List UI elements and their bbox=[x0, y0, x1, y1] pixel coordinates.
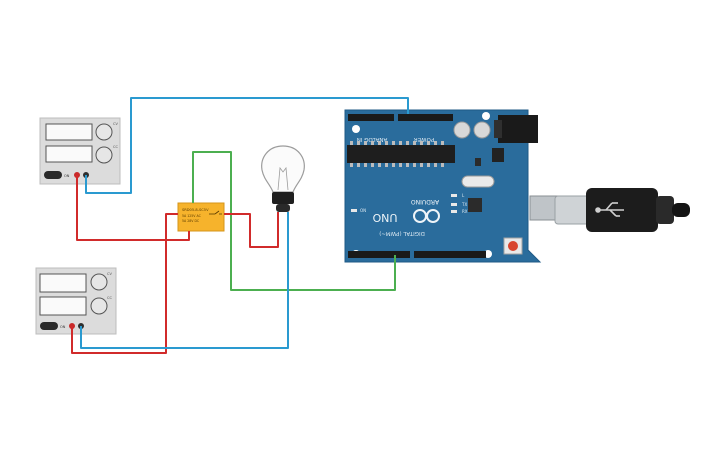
led-l bbox=[451, 194, 457, 197]
wires bbox=[71, 97, 409, 354]
wire-blue-psu-bottom-to-bulb[interactable] bbox=[80, 212, 289, 349]
psu-display bbox=[45, 145, 93, 163]
relay-switch-icon bbox=[209, 210, 222, 215]
on-label: ON bbox=[64, 174, 70, 178]
current-knob[interactable] bbox=[95, 146, 113, 164]
led-rx bbox=[451, 210, 457, 213]
led-tx bbox=[451, 203, 457, 206]
psu-display bbox=[39, 273, 87, 293]
arduino-logo-icon bbox=[413, 209, 440, 223]
analog-header[interactable] bbox=[348, 114, 394, 121]
cv-label: CV bbox=[113, 122, 118, 126]
mounting-hole bbox=[482, 112, 490, 120]
power-jack bbox=[498, 115, 538, 143]
usb-cable[interactable] bbox=[529, 188, 690, 232]
on-switch[interactable] bbox=[44, 171, 62, 179]
usb-controller-chip bbox=[468, 198, 482, 212]
led-rx-label: RX bbox=[462, 209, 468, 214]
power-header[interactable] bbox=[398, 114, 453, 121]
cc-label: CC bbox=[107, 296, 112, 300]
wire-blue-psu-top-to-arduino[interactable] bbox=[85, 97, 409, 194]
current-knob[interactable] bbox=[90, 297, 108, 315]
atmega-chip bbox=[347, 145, 455, 163]
cv-label: CV bbox=[107, 272, 112, 276]
digital-header-low[interactable] bbox=[348, 251, 410, 258]
capacitor bbox=[453, 121, 471, 139]
l-led-label: L bbox=[462, 193, 465, 198]
led-tx-label: TX bbox=[461, 202, 467, 207]
capacitor bbox=[473, 121, 491, 139]
analog-header-label: ANALOG IN bbox=[357, 136, 388, 142]
bulb-base bbox=[272, 192, 294, 204]
wire-red-psu-top-to-relay[interactable] bbox=[76, 175, 190, 241]
crystal bbox=[461, 175, 495, 188]
digital-header-label: DIGITAL (PWM~) bbox=[379, 230, 425, 236]
voltage-knob[interactable] bbox=[90, 273, 108, 291]
led-on bbox=[351, 209, 357, 212]
psu-display bbox=[39, 296, 87, 316]
relay-rating-ac: 5A 125V AC bbox=[182, 214, 202, 218]
on-led-label: ON bbox=[360, 208, 366, 213]
light-bulb[interactable] bbox=[261, 145, 305, 212]
voltage-regulator bbox=[492, 148, 504, 162]
power-supply-top[interactable]: CV CC ON bbox=[39, 117, 121, 185]
arduino-uno-board[interactable]: ANALOG IN POWER DIGITAL (PWM~) TX RX ON … bbox=[344, 109, 542, 263]
cc-label: CC bbox=[113, 145, 118, 149]
mounting-hole bbox=[352, 125, 360, 133]
power-header-label: POWER bbox=[414, 136, 435, 142]
bulb-glass bbox=[261, 145, 305, 193]
on-switch[interactable] bbox=[40, 322, 58, 330]
wire-red-psu-bottom-to-relay[interactable] bbox=[71, 213, 178, 354]
model-label: UNO bbox=[372, 211, 397, 224]
usb-icon bbox=[595, 202, 624, 217]
relay-model-label: SRD05-8-SC5V bbox=[182, 208, 209, 212]
voltage-knob[interactable] bbox=[95, 123, 113, 141]
relay-body bbox=[177, 202, 225, 232]
psu-display bbox=[45, 123, 93, 141]
relay[interactable]: SRD05-8-SC5V 5A 125V AC 5A 28V DC bbox=[177, 202, 225, 232]
on-label: ON bbox=[60, 325, 66, 329]
wire-red-relay-to-bulb[interactable] bbox=[224, 212, 279, 248]
bulb-filament bbox=[277, 166, 289, 191]
power-supply-bottom[interactable]: CV CC ON bbox=[35, 267, 117, 335]
brand-label: ARDUINO bbox=[411, 198, 440, 205]
relay-rating-dc: 5A 28V DC bbox=[182, 219, 200, 223]
wire-green-relay-to-pin[interactable] bbox=[192, 151, 396, 291]
digital-header-high[interactable] bbox=[414, 251, 486, 258]
